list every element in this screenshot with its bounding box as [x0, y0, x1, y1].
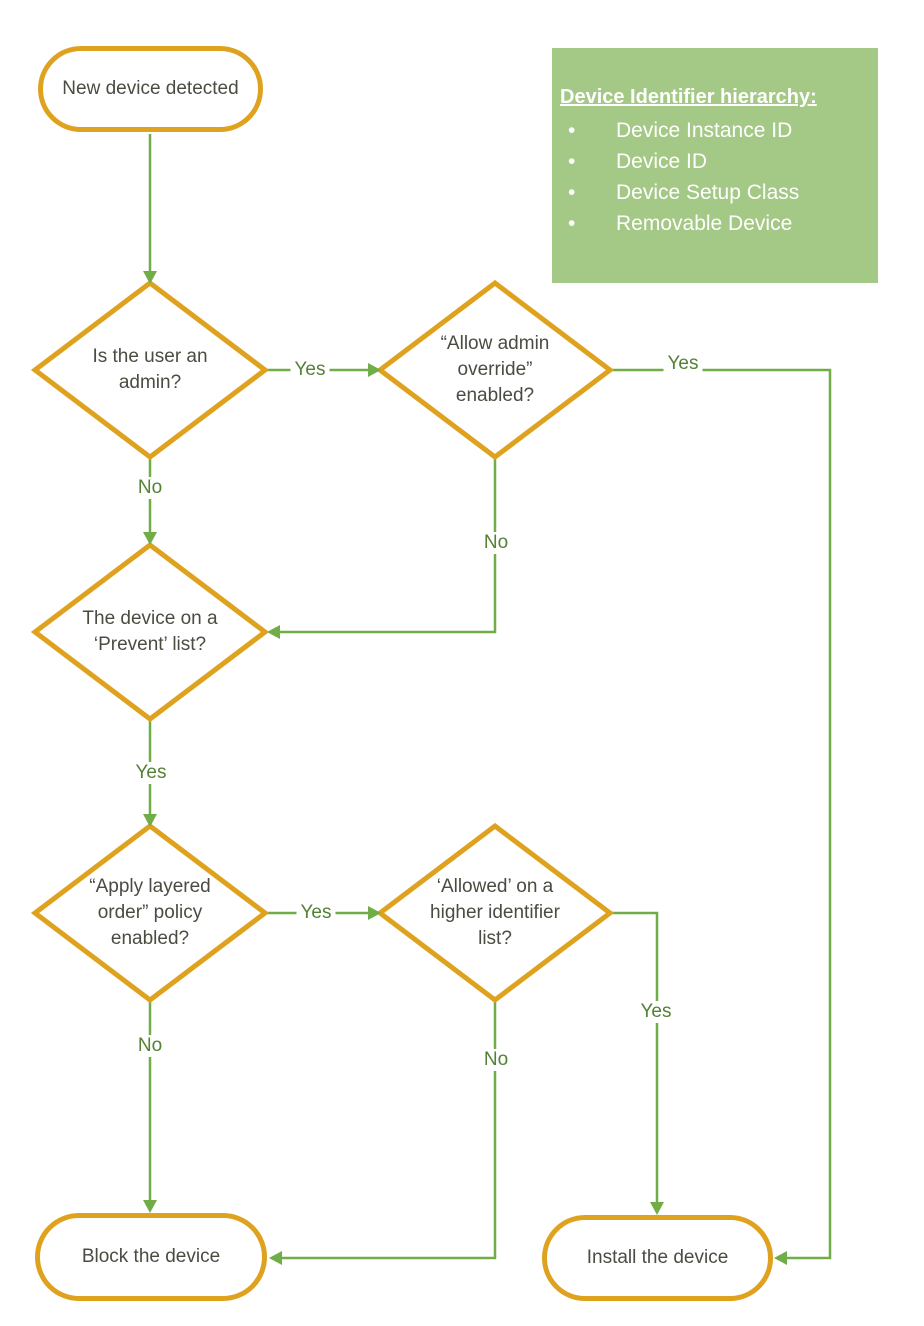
- diamond-override-check: [375, 279, 615, 461]
- legend-item: Device ID: [560, 146, 870, 177]
- node-block-label: Block the device: [81, 1246, 221, 1267]
- diamond-layered-check: [30, 822, 270, 1004]
- legend-list: Device Instance ID Device ID Device Setu…: [560, 115, 870, 239]
- node-install-label: Install the device: [586, 1247, 729, 1268]
- edge-label-admin-no: No: [133, 477, 167, 499]
- node-start-label: New device detected: [62, 78, 239, 99]
- arrowhead-into-install-right: [774, 1251, 787, 1265]
- edge-label-higher-yes: Yes: [636, 1001, 676, 1023]
- edge-label-prevent-yes: Yes: [131, 762, 171, 784]
- legend-device-identifier-hierarchy: Device Identifier hierarchy: Device Inst…: [552, 48, 878, 283]
- diamond-override-label: “Allow admin override” enabled?: [440, 333, 550, 406]
- edge-label-layered-yes: Yes: [296, 902, 336, 924]
- edge-label-layered-no: No: [133, 1035, 167, 1057]
- diamond-higher-label: ‘Allowed’ on a higher identifier list?: [430, 876, 560, 949]
- legend-item: Device Instance ID: [560, 115, 870, 146]
- edge-override-yes-to-install: [610, 368, 832, 1260]
- node-start: New device detected: [38, 46, 263, 132]
- legend-heading: Device Identifier hierarchy:: [560, 86, 817, 108]
- arrowhead-into-higher: [368, 906, 381, 920]
- node-install-device: Install the device: [542, 1215, 773, 1301]
- arrowhead-into-admin: [143, 271, 157, 284]
- edge-label-override-yes: Yes: [663, 353, 703, 375]
- node-block-device: Block the device: [35, 1213, 267, 1301]
- arrowhead-into-prevent-right: [267, 625, 280, 639]
- arrowhead-into-block-top: [143, 1200, 157, 1213]
- diamond-admin-check: [30, 279, 270, 461]
- diamond-prevent-label: The device on a ‘Prevent’ list?: [82, 608, 218, 655]
- edge-higher-no-to-block: [282, 1001, 497, 1260]
- edge-override-no-to-prevent: [280, 458, 497, 634]
- legend-item: Device Setup Class: [560, 177, 870, 208]
- edge-label-admin-yes: Yes: [290, 359, 330, 381]
- arrowhead-into-prevent-top: [143, 532, 157, 545]
- arrowhead-into-override: [368, 363, 381, 377]
- edge-label-override-no: No: [479, 532, 513, 554]
- diamond-prevent-check: [30, 541, 270, 723]
- arrowhead-into-install-top: [650, 1202, 664, 1215]
- edge-label-higher-no: No: [479, 1049, 513, 1071]
- legend-item: Removable Device: [560, 208, 870, 239]
- arrowhead-into-block-right: [269, 1251, 282, 1265]
- diamond-higher-check: [375, 822, 615, 1004]
- edge-higher-yes-to-install: [610, 911, 659, 1208]
- diamond-admin-label: Is the user an admin?: [92, 346, 208, 393]
- arrowhead-into-layered: [143, 814, 157, 827]
- diamond-layered-label: “Apply layered order” policy enabled?: [89, 876, 211, 949]
